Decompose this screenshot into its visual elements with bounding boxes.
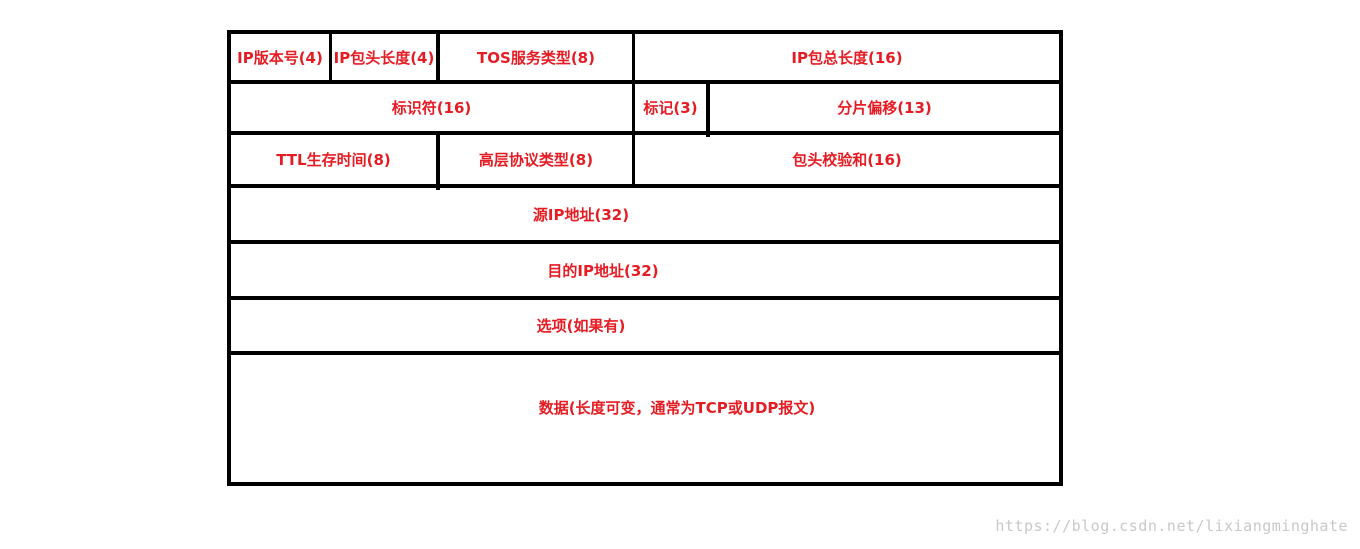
- row-divider-6: [227, 351, 1063, 355]
- field-flags: 标记(3): [643, 99, 698, 117]
- border-top: [227, 30, 1063, 34]
- field-fragment-offset: 分片偏移(13): [837, 99, 932, 117]
- field-source-ip: 源IP地址(32): [532, 205, 630, 224]
- watermark-text: https://blog.csdn.net/lixiangminghate: [995, 517, 1348, 535]
- field-total-length: IP包总长度(16): [791, 48, 903, 67]
- field-checksum: 包头校验和(16): [792, 151, 902, 169]
- row-divider-4: [227, 240, 1063, 244]
- border-bottom: [227, 482, 1063, 486]
- field-ttl: TTL生存时间(8): [276, 151, 391, 169]
- row2-divider-b: [706, 80, 710, 137]
- ip-header-diagram: IP版本号(4) IP包头长度(4) TOS服务类型(8) IP包总长度(16)…: [227, 30, 1063, 486]
- row1-divider-c: [632, 30, 635, 84]
- field-options: 选项(如果有): [536, 317, 626, 335]
- row3-divider-b: [632, 131, 635, 188]
- field-protocol: 高层协议类型(8): [478, 151, 594, 169]
- field-header-length: IP包头长度(4): [333, 48, 435, 67]
- field-tos: TOS服务类型(8): [477, 48, 595, 67]
- row-divider-3: [227, 184, 1063, 188]
- border-left: [227, 30, 231, 486]
- field-dest-ip: 目的IP地址(32): [547, 261, 659, 280]
- field-ip-version: IP版本号(4): [237, 48, 323, 67]
- row-divider-1: [227, 80, 1063, 84]
- row3-divider-a: [436, 131, 440, 190]
- row-divider-5: [227, 296, 1063, 300]
- field-data: 数据(长度可变，通常为TCP或UDP报文): [538, 398, 816, 417]
- field-identification: 标识符(16): [391, 99, 472, 117]
- row1-divider-b: [436, 30, 440, 84]
- row-divider-2: [227, 131, 1063, 135]
- row1-divider-a: [329, 30, 332, 84]
- border-right: [1059, 30, 1063, 486]
- row2-divider-a: [632, 80, 635, 135]
